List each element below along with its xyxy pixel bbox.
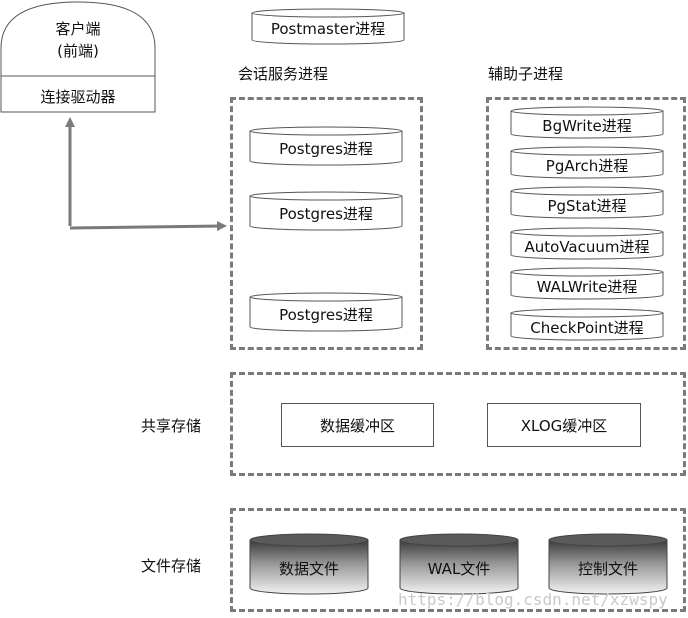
shared-storage-group (230, 372, 686, 476)
session-section-title: 会话服务进程 (238, 65, 329, 83)
aux-section-title: 辅助子进程 (488, 65, 564, 83)
aux-cylinders (510, 106, 664, 341)
client-box (0, 1, 156, 113)
postgres-process-1: Postgres进程 (279, 139, 373, 158)
postmaster-cylinder (251, 8, 405, 45)
client-label: 客户端 (55, 20, 101, 38)
shared-storage-label: 共享存储 (141, 417, 202, 435)
file-storage-group (230, 508, 686, 612)
walwrite-process: WALWrite进程 (536, 277, 638, 296)
postmaster-process: Postmaster进程 (270, 20, 386, 38)
data-buffer: 数据缓冲区 (281, 403, 434, 447)
data-file: 数据文件 (278, 559, 339, 578)
postgres-process-2: Postgres进程 (279, 204, 373, 223)
autovacuum-process: AutoVacuum进程 (524, 237, 650, 256)
postgres-process-3: Postgres进程 (279, 305, 373, 324)
pgarch-process: PgArch进程 (545, 156, 629, 175)
wal-file: WAL文件 (427, 559, 491, 578)
bgwrite-process: BgWrite进程 (542, 116, 632, 135)
watermark: https://blog.csdn.net/xzwspy (398, 590, 668, 609)
checkpoint-process: CheckPoint进程 (530, 318, 644, 337)
xlog-buffer: XLOG缓冲区 (487, 403, 641, 447)
file-cylinders (249, 533, 668, 595)
file-storage-label: 文件存储 (141, 557, 202, 575)
connection-driver-label: 连接驱动器 (40, 88, 116, 106)
connection-arrow (65, 117, 227, 232)
session-cylinders (249, 126, 403, 332)
control-file: 控制文件 (577, 559, 638, 578)
pgstat-process: PgStat进程 (547, 196, 627, 215)
aux-process-group (486, 97, 686, 350)
session-process-group (230, 97, 423, 350)
client-frontend-label: (前端) (57, 42, 99, 60)
